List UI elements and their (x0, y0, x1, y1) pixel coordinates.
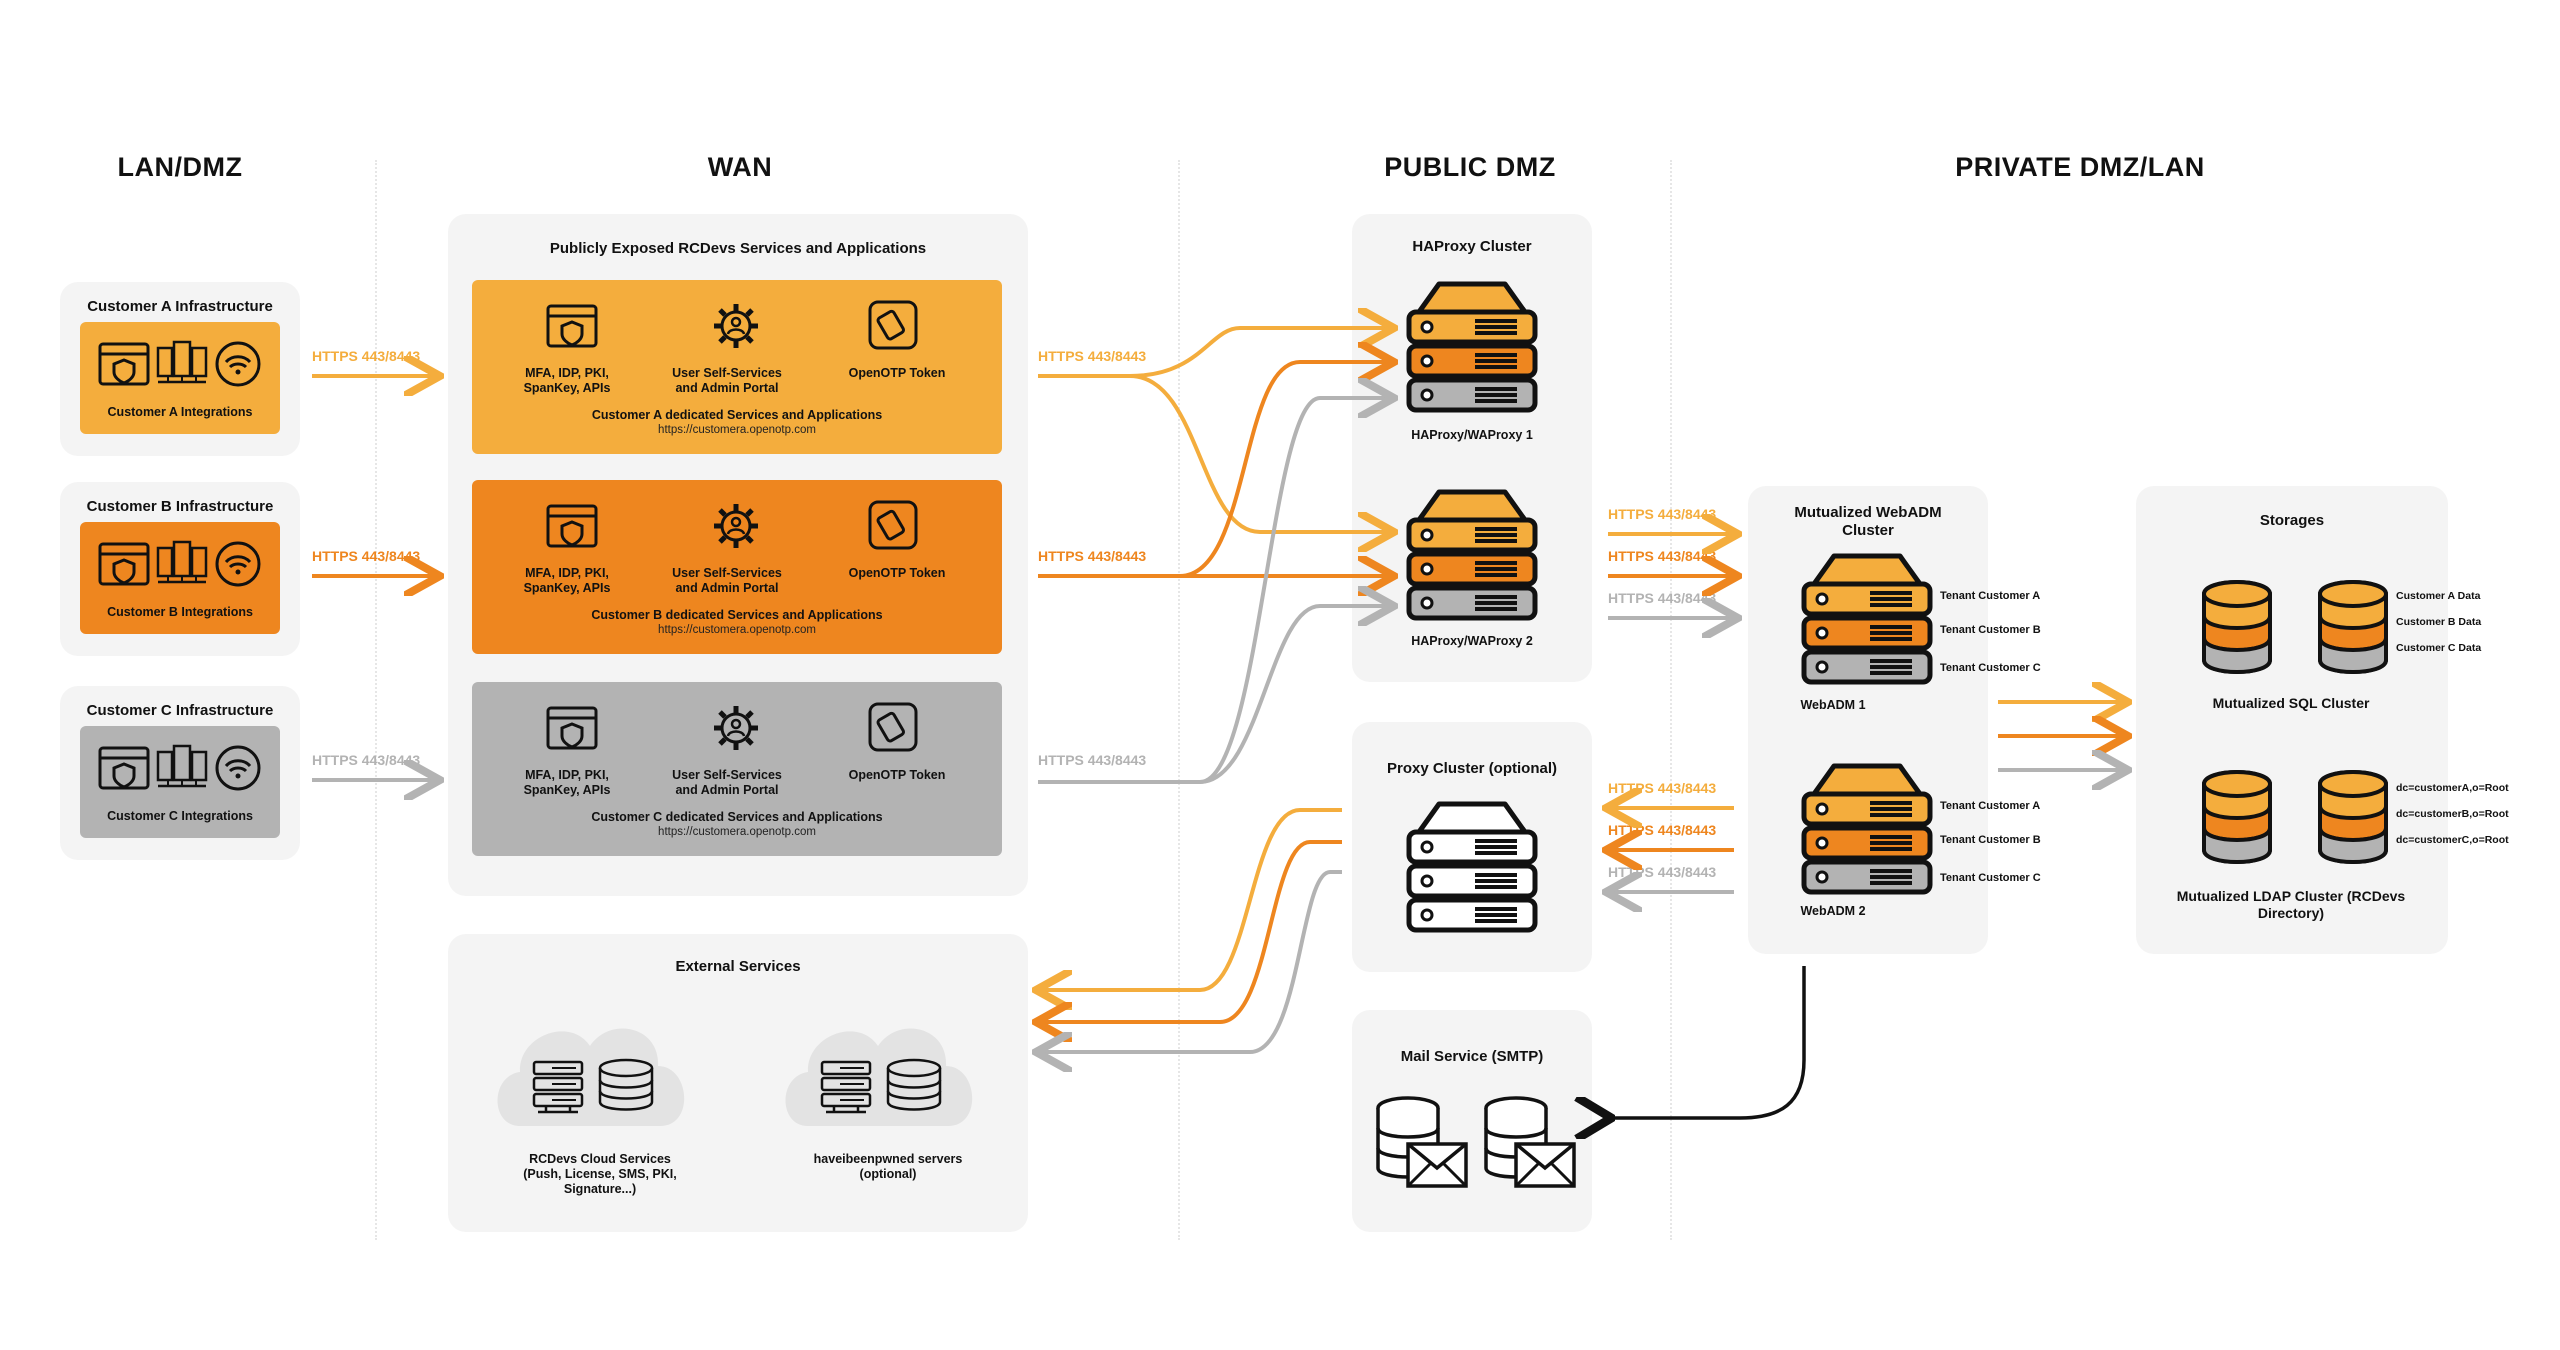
column-title-wan: WAN (707, 152, 773, 182)
https-label-customer-a: HTTPS 443/8443 (312, 348, 421, 364)
webadm1-tenant-b: Tenant Customer B (1940, 624, 2041, 636)
customer-c-panel: Customer C Infrastructure Customer C Int… (60, 686, 300, 860)
service-mfa-label: MFA, IDP, PKI, SpanKey, APIs (523, 366, 611, 395)
customer-b-panel: Customer B Infrastructure Customer B Int… (60, 482, 300, 656)
service-token-label: OpenOTP Token (848, 566, 946, 580)
customer-a-title: Customer A Infrastructure (87, 298, 273, 315)
webadm1-tenant-c: Tenant Customer C (1940, 662, 2041, 674)
customer-a-services-url[interactable]: https://customera.openotp.com (658, 424, 816, 436)
webadm-cluster-title: Mutualized WebADM Cluster (1794, 504, 1942, 539)
column-title-public-dmz: PUBLIC DMZ (1384, 152, 1556, 182)
webadm2-tenant-a: Tenant Customer A (1940, 800, 2041, 812)
service-token-label: OpenOTP Token (848, 366, 946, 380)
wan-services-panel: Publicly Exposed RCDevs Services and App… (448, 214, 1028, 896)
https-label-to-webadm-b: HTTPS 443/8443 (1608, 548, 1717, 564)
sql-label-a: Customer A Data (2396, 590, 2481, 602)
customer-c-integrations-card: Customer C Integrations (80, 726, 280, 838)
https-label-from-webadm-c: HTTPS 443/8443 (1608, 864, 1717, 880)
webadm-node-1-label: WebADM 1 (1800, 698, 1866, 712)
hibp-label: haveibeenpwned servers (optional) (813, 1152, 963, 1181)
haproxy-cluster-title: HAProxy Cluster (1412, 238, 1532, 255)
customer-a-services-caption: Customer A dedicated Services and Applic… (591, 408, 883, 422)
customer-a-services-card: MFA, IDP, PKI, SpanKey, APIs User Self-S… (472, 280, 1002, 454)
sql-label-c: Customer C Data (2396, 642, 2482, 654)
webadm-node-2-label: WebADM 2 (1800, 904, 1866, 918)
storages-panel: Storages Mutualized SQL Cluster Mutualiz… (2136, 486, 2448, 954)
customer-b-integrations-card: Customer B Integrations (80, 522, 280, 634)
https-label-from-webadm-a: HTTPS 443/8443 (1608, 780, 1717, 796)
sql-label-b: Customer B Data (2396, 616, 2482, 628)
https-label-from-webadm-b: HTTPS 443/8443 (1608, 822, 1717, 838)
service-portal-label: User Self-Services and Admin Portal (672, 566, 782, 595)
customer-b-services-caption: Customer B dedicated Services and Applic… (591, 608, 883, 622)
service-portal-label: User Self-Services and Admin Portal (672, 366, 782, 395)
ldap-label-c: dc=customerC,o=Root (2396, 834, 2509, 846)
haproxy-node-2-label: HAProxy/WAProxy 2 (1411, 634, 1533, 648)
proxy-cluster-panel: Proxy Cluster (optional) (1352, 722, 1592, 972)
customer-b-title: Customer B Infrastructure (86, 498, 274, 515)
service-mfa-label: MFA, IDP, PKI, SpanKey, APIs (523, 768, 611, 797)
https-label-to-webadm-a: HTTPS 443/8443 (1608, 506, 1717, 522)
webadm2-tenant-b: Tenant Customer B (1940, 834, 2041, 846)
column-title-lan: LAN/DMZ (117, 152, 243, 182)
external-services-panel: External Services RCDevs Cloud Services … (448, 934, 1028, 1232)
customer-c-integrations-label: Customer C Integrations (107, 809, 253, 823)
webadm2-tenant-c: Tenant Customer C (1940, 872, 2041, 884)
proxy-to-external-arrows (1040, 808, 1342, 1052)
ldap-cluster-label: Mutualized LDAP Cluster (RCDevs Director… (2176, 888, 2406, 921)
mail-service-panel: Mail Service (SMTP) (1352, 1010, 1592, 1232)
customer-to-wan-arrows (312, 376, 436, 780)
webadm-to-mail-arrow (1608, 966, 1806, 1118)
service-mfa-label: MFA, IDP, PKI, SpanKey, APIs (523, 566, 611, 595)
haproxy-cluster-panel: HAProxy Cluster HAProxy/WAProxy 1 HAProx… (1352, 214, 1592, 682)
customer-a-integrations-card: Customer A Integrations (80, 322, 280, 434)
https-label-wan-a: HTTPS 443/8443 (1038, 348, 1147, 364)
wan-services-title: Publicly Exposed RCDevs Services and App… (549, 240, 927, 257)
https-label-customer-b: HTTPS 443/8443 (312, 548, 421, 564)
sql-cluster-label: Mutualized SQL Cluster (2212, 695, 2370, 711)
customer-a-integrations-label: Customer A Integrations (107, 405, 253, 419)
https-label-wan-b: HTTPS 443/8443 (1038, 548, 1147, 564)
service-token-label: OpenOTP Token (848, 768, 946, 782)
storages-title: Storages (2259, 512, 2325, 529)
external-services-title: External Services (675, 958, 801, 975)
column-title-private-dmz: PRIVATE DMZ/LAN (1955, 152, 2205, 182)
customer-a-panel: Customer A Infrastructure Customer A Int… (60, 282, 300, 456)
ldap-label-b: dc=customerB,o=Root (2396, 808, 2509, 820)
customer-c-services-caption: Customer C dedicated Services and Applic… (591, 810, 883, 824)
rcdevs-cloud-label: RCDevs Cloud Services (Push, License, SM… (523, 1152, 677, 1196)
customer-b-services-url[interactable]: https://customera.openotp.com (658, 624, 816, 636)
customer-c-title: Customer C Infrastructure (86, 702, 274, 719)
ldap-label-a: dc=customerA,o=Root (2396, 782, 2509, 794)
service-portal-label: User Self-Services and Admin Portal (672, 768, 782, 797)
customer-c-services-card: MFA, IDP, PKI, SpanKey, APIs User Self-S… (472, 682, 1002, 856)
https-label-to-webadm-c: HTTPS 443/8443 (1608, 590, 1717, 606)
webadm-to-storage-arrows (1998, 702, 2124, 770)
customer-b-integrations-label: Customer B Integrations (107, 605, 253, 619)
haproxy-node-1-label: HAProxy/WAProxy 1 (1411, 428, 1533, 442)
customer-c-services-url[interactable]: https://customera.openotp.com (658, 826, 816, 838)
https-label-wan-c: HTTPS 443/8443 (1038, 752, 1147, 768)
https-label-customer-c: HTTPS 443/8443 (312, 752, 421, 768)
webadm1-tenant-a: Tenant Customer A (1940, 590, 2041, 602)
mail-service-title: Mail Service (SMTP) (1400, 1048, 1544, 1065)
customer-b-services-card: MFA, IDP, PKI, SpanKey, APIs User Self-S… (472, 480, 1002, 654)
proxy-cluster-title: Proxy Cluster (optional) (1386, 760, 1558, 777)
